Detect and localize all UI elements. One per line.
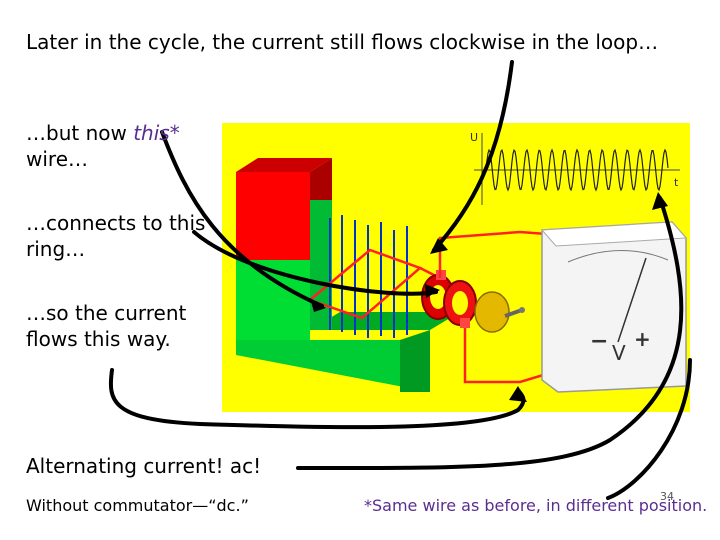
magnet-green-base-top <box>310 312 460 330</box>
magnet-red-pole-face <box>236 172 310 260</box>
caption-wire-start: …but now <box>26 121 134 145</box>
meter-needle <box>617 257 647 343</box>
caption-wire-this: this* <box>133 121 180 145</box>
meter-minus: − <box>590 329 608 354</box>
magnet-green-pole-face <box>236 260 310 340</box>
caption-flow-start: …so the current <box>26 301 187 325</box>
arrow-flow <box>108 368 526 430</box>
magnet-red-top <box>236 158 332 172</box>
graph-x-label: t <box>674 176 679 189</box>
magnet-inner-face <box>310 200 332 330</box>
brush-cylinder <box>474 291 525 333</box>
caption-ring-end: ring… <box>26 237 86 261</box>
arrowhead-flow <box>509 386 527 402</box>
voltage-graph: U t <box>470 131 680 205</box>
pointer-arrows <box>108 60 692 500</box>
arrowhead-wire <box>310 298 326 312</box>
meter-plus: + <box>634 327 651 351</box>
slide-number: 34 <box>660 490 674 503</box>
caption-flow: …so the current flows this way. <box>26 300 186 352</box>
arrowhead-alternating <box>652 192 668 210</box>
caption-ring-start: …connects to this <box>26 211 206 235</box>
arrow-star <box>606 358 692 500</box>
meter-unit: V <box>612 341 626 365</box>
arrow-alternating <box>296 196 684 471</box>
caption-flow-end: flows this way. <box>26 327 171 351</box>
caption-clockwise: Later in the cycle, the current still fl… <box>26 30 659 54</box>
magnet <box>236 158 460 392</box>
arrowheads <box>310 192 668 402</box>
footnote-same-wire: *Same wire as before, in different posit… <box>364 496 708 515</box>
graph-y-label: U <box>470 131 478 144</box>
caption-wire-end: wire… <box>26 147 89 171</box>
arrowhead-loop <box>430 238 448 254</box>
magnet-green-base-side <box>400 330 430 392</box>
voltmeter: − V + <box>540 221 688 393</box>
graph-sine-wave <box>485 148 669 192</box>
caption-wire: …but now this* wire… <box>26 120 180 172</box>
arrow-loop <box>432 60 514 252</box>
magnet-green-base <box>236 340 430 392</box>
arrow-wire <box>160 130 324 308</box>
caption-alternating: Alternating current! ac! <box>26 454 262 478</box>
caption-commutator: Without commutator—“dc.” <box>26 496 249 515</box>
arrowhead-ring <box>425 284 440 298</box>
arrow-ring <box>192 230 438 296</box>
caption-ring: …connects to this ring… <box>26 210 205 262</box>
